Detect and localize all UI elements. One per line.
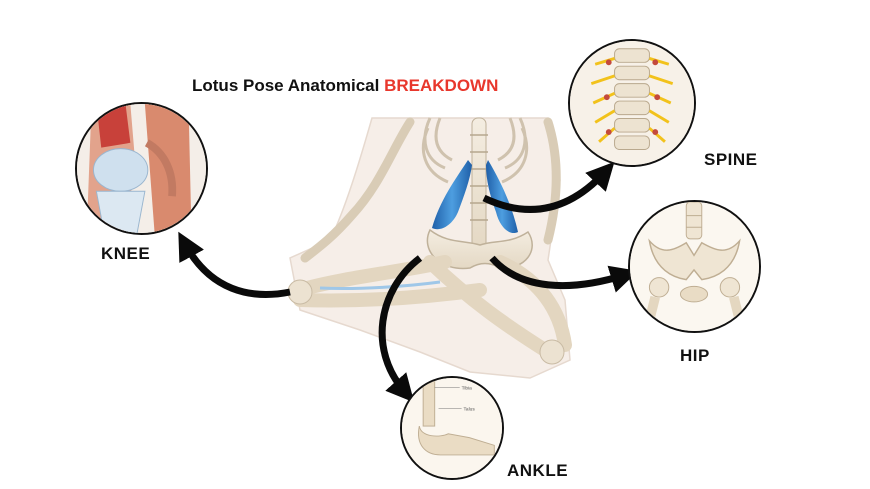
arrow-to-knee bbox=[178, 231, 291, 298]
arrow-to-spine bbox=[482, 161, 615, 213]
hip-illustration bbox=[630, 202, 759, 331]
arms bbox=[300, 117, 561, 263]
spine-illustration bbox=[570, 41, 694, 165]
knee-inset-circle bbox=[75, 102, 208, 235]
shin-highlight bbox=[319, 280, 441, 291]
hip-label: HIP bbox=[680, 346, 710, 365]
hip-inset-circle bbox=[628, 200, 761, 333]
psoas-right bbox=[486, 160, 518, 234]
spine-inset-circle bbox=[568, 39, 696, 167]
ankle-inset-circle: Tibia Talus bbox=[400, 376, 504, 480]
right-knee-joint bbox=[539, 339, 565, 365]
arrow-to-hip bbox=[489, 255, 639, 293]
ankle-illustration: Tibia Talus bbox=[402, 378, 502, 478]
ankle-label: ANKLE bbox=[507, 461, 569, 480]
page-title: Lotus Pose Anatomical BREAKDOWN bbox=[192, 76, 498, 96]
ribcage bbox=[421, 117, 529, 184]
title-highlight: BREAKDOWN bbox=[384, 76, 499, 95]
psoas-left bbox=[432, 160, 472, 230]
spine-column bbox=[470, 117, 488, 249]
knee-illustration bbox=[77, 104, 206, 233]
title-main: Lotus Pose Anatomical bbox=[192, 76, 380, 95]
ankle-talus-label: Talus bbox=[464, 407, 476, 413]
ankle-tibia-label: Tibia bbox=[462, 386, 473, 392]
knee-label: KNEE bbox=[101, 244, 151, 263]
arrow-to-ankle bbox=[378, 255, 423, 403]
spine-label: SPINE bbox=[704, 150, 758, 169]
